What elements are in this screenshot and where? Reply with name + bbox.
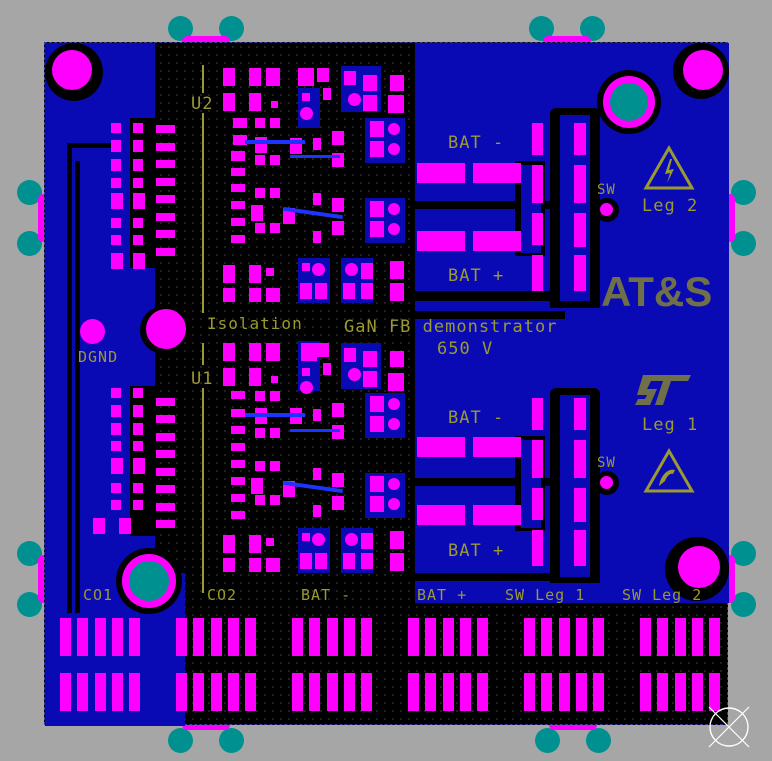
bat-minus-top-label: BAT - <box>448 133 505 153</box>
board-title: GaN FB demonstrator <box>344 317 558 337</box>
sw-label-leg2: SW <box>597 182 616 198</box>
esd-warning-icon <box>643 447 695 493</box>
breakaway-tab-left-top <box>17 180 51 256</box>
bat-minus-bottom-label: BAT - <box>448 408 505 428</box>
isolation-label: Isolation <box>207 314 303 333</box>
mounting-hole <box>683 50 723 90</box>
breakaway-tab-left-bottom <box>17 541 51 617</box>
origin-crosshair-icon <box>708 706 750 748</box>
connector-label-bat-minus: BAT - <box>301 586 352 604</box>
sw-label-leg1: SW <box>597 455 616 471</box>
connector-label-sw-leg1: SW Leg 1 <box>505 586 586 604</box>
sw-testpoint-leg2 <box>600 203 613 216</box>
pcb-board: U2 U1 Isolation GaN FB demonstrator 650 … <box>44 42 729 726</box>
connector-label-co2: CO2 <box>207 586 238 604</box>
voltage-label: 650 V <box>437 339 494 359</box>
leg1-label: Leg 1 <box>642 415 699 435</box>
dgnd-testpoint <box>80 319 105 344</box>
isolation-hole <box>146 309 186 349</box>
u2-label: U2 <box>191 94 214 114</box>
brand-logo-ats: AT&S <box>601 268 713 315</box>
connector-label-bat-plus: BAT + <box>417 586 468 604</box>
connector-label-co1: CO1 <box>83 586 114 604</box>
plated-through-hole <box>610 83 648 121</box>
mounting-hole <box>52 50 92 90</box>
high-voltage-warning-icon <box>643 144 695 190</box>
leg2-label: Leg 2 <box>642 196 699 216</box>
breakaway-tab-right-bottom <box>722 541 756 617</box>
dgnd-label: DGND <box>78 348 119 366</box>
gan-pad <box>417 163 465 183</box>
st-logo-icon <box>635 375 691 405</box>
isolation-barrier-line <box>202 65 204 93</box>
breakaway-tab-bottom-left <box>168 720 244 754</box>
mounting-hole <box>678 546 720 588</box>
sw-testpoint-leg1 <box>600 476 613 489</box>
bat-plus-top-label: BAT + <box>448 266 505 286</box>
breakaway-tab-right-top <box>722 180 756 256</box>
breakaway-tab-bottom-right <box>535 720 611 754</box>
plated-through-hole <box>129 561 169 601</box>
u1-label: U1 <box>191 369 214 389</box>
breakaway-tab-top-left <box>168 16 244 46</box>
breakaway-tab-top-right <box>529 16 605 46</box>
connector-label-sw-leg2: SW Leg 2 <box>622 586 703 604</box>
bat-plus-bottom-label: BAT + <box>448 541 505 561</box>
